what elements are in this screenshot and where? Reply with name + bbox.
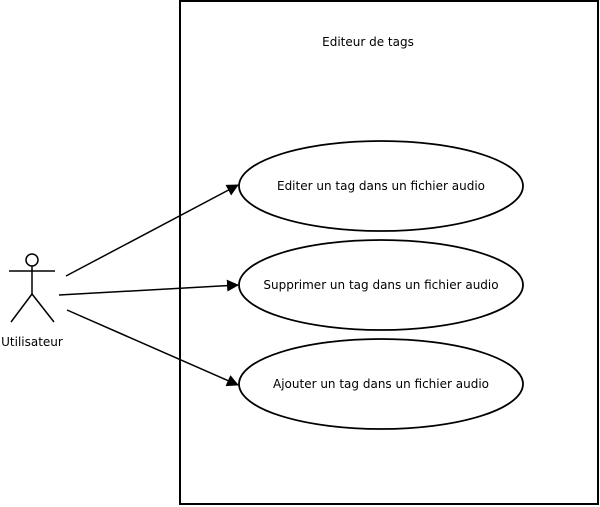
association-ajouter <box>66 309 239 387</box>
use-case-label: Ajouter un tag dans un fichier audio <box>273 377 489 391</box>
system-title: Editeur de tags <box>322 35 414 49</box>
association-editer <box>65 184 239 277</box>
actor-right-leg <box>31 293 55 323</box>
use-case-label: Supprimer un tag dans un fichier audio <box>263 278 498 292</box>
use-case-label: Editer un tag dans un fichier audio <box>277 179 485 193</box>
use-case-editer: Editer un tag dans un fichier audio <box>238 140 524 232</box>
use-case-ellipse <box>238 239 524 331</box>
actor-label: Utilisateur <box>1 335 63 349</box>
use-case-ajouter: Ajouter un tag dans un fichier audio <box>238 338 524 430</box>
associations <box>58 184 239 387</box>
use-case-ellipse <box>238 140 524 232</box>
use-case-ellipse <box>238 338 524 430</box>
actor-utilisateur: Utilisateur <box>1 253 63 349</box>
actor-head <box>25 253 39 267</box>
actor-left-leg <box>10 293 33 323</box>
association-supprimer <box>58 279 239 296</box>
use-case-supprimer: Supprimer un tag dans un fichier audio <box>238 239 524 331</box>
